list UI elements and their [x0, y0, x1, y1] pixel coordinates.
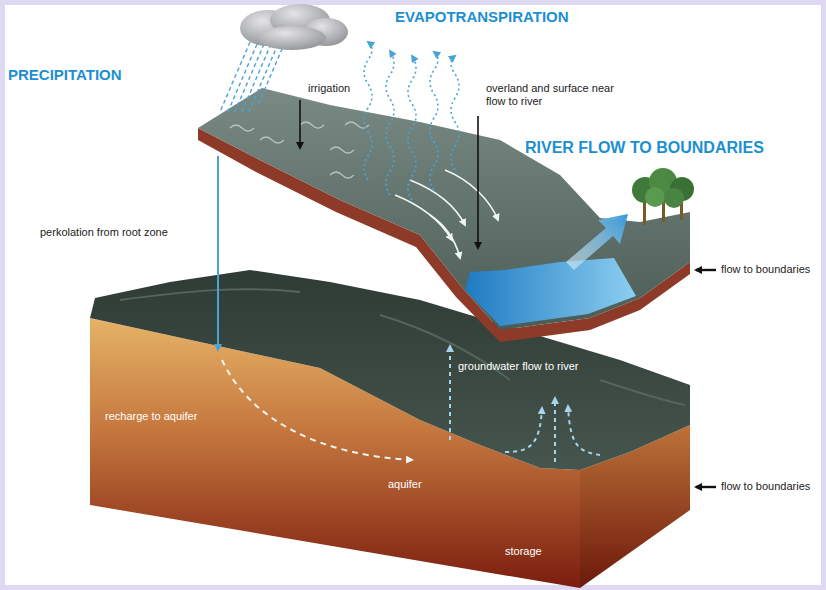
river-flow-arrow — [566, 214, 628, 270]
label-holder: perkolation from root zone — [40, 226, 168, 239]
rain-streak — [248, 44, 278, 114]
surface-ridge — [600, 380, 685, 405]
boundary-label: flow to boundaries — [721, 263, 810, 276]
label-holder: storage — [505, 545, 542, 558]
evapotranspiration-waves — [364, 42, 459, 200]
process-label: irrigation — [308, 82, 350, 95]
ripple — [330, 147, 354, 153]
flow-streak — [445, 170, 498, 220]
rain-streak — [241, 44, 271, 114]
label-holder: flow to boundaries — [721, 480, 810, 493]
label-holder: recharge to aquifer — [105, 410, 197, 423]
process-title: RIVER FLOW TO BOUNDARIES — [525, 138, 764, 157]
rain-streak — [258, 42, 285, 105]
process-label: recharge to aquifer — [105, 410, 197, 423]
boundary-arrow — [696, 269, 716, 271]
ripple — [330, 172, 354, 178]
cloud — [240, 4, 348, 50]
process-title: PRECIPITATION — [8, 66, 122, 84]
cloud-puff — [258, 26, 326, 50]
process-label: perkolation from root zone — [40, 226, 168, 239]
flow-streak — [395, 195, 452, 240]
label-holder: flow to boundaries — [721, 263, 810, 276]
upwelling-arrow — [568, 406, 600, 455]
tree-crown — [645, 187, 665, 207]
process-label: overland and surface near flow to river — [486, 82, 636, 108]
land-surface-top — [198, 88, 690, 330]
label-holder: EVAPOTRANSPIRATION — [395, 8, 569, 26]
label-holder: aquifer — [388, 478, 422, 491]
label-holder: RIVER FLOW TO BOUNDARIES — [525, 138, 764, 157]
label-holder: PRECIPITATION — [8, 66, 122, 84]
recharge-arrow — [222, 360, 412, 460]
ripple — [300, 122, 324, 128]
upwelling-arrow — [554, 398, 556, 462]
rain-streak — [220, 42, 250, 112]
vapour-wave — [364, 42, 372, 180]
ripple — [230, 125, 254, 131]
process-label: groundwater flow to river — [458, 360, 578, 373]
river-water — [465, 258, 636, 326]
rain — [220, 42, 285, 114]
vapour-wave — [430, 52, 438, 190]
vapour-wave — [408, 56, 416, 200]
vapour-wave — [451, 56, 459, 170]
percolation-arrow — [217, 156, 219, 350]
flow-streak — [410, 180, 465, 225]
vapour-wave — [386, 51, 394, 195]
upwelling-arrow — [505, 408, 542, 452]
flow-streak — [430, 215, 460, 258]
label-holder: overland and surface near flow to river — [486, 82, 636, 108]
tree-crown — [664, 188, 684, 208]
label-holder: groundwater flow to river — [458, 360, 578, 373]
irrigation-arrow — [299, 100, 301, 148]
process-title: EVAPOTRANSPIRATION — [395, 8, 569, 26]
ripple — [260, 137, 284, 143]
rain-streak — [234, 44, 264, 114]
land-surface-slab — [198, 88, 690, 342]
process-label: storage — [505, 545, 542, 558]
boundary-label: flow to boundaries — [721, 480, 810, 493]
label-holder: irrigation — [308, 82, 350, 95]
surface-ridge — [120, 289, 300, 300]
groundwater-arrow — [449, 346, 451, 440]
trees — [632, 168, 694, 225]
groundwater-upwelling — [450, 346, 600, 462]
overland-arrow — [477, 116, 479, 248]
boundary-arrow — [696, 486, 716, 488]
process-label: aquifer — [388, 478, 422, 491]
overland-flow-streaks — [395, 170, 498, 258]
